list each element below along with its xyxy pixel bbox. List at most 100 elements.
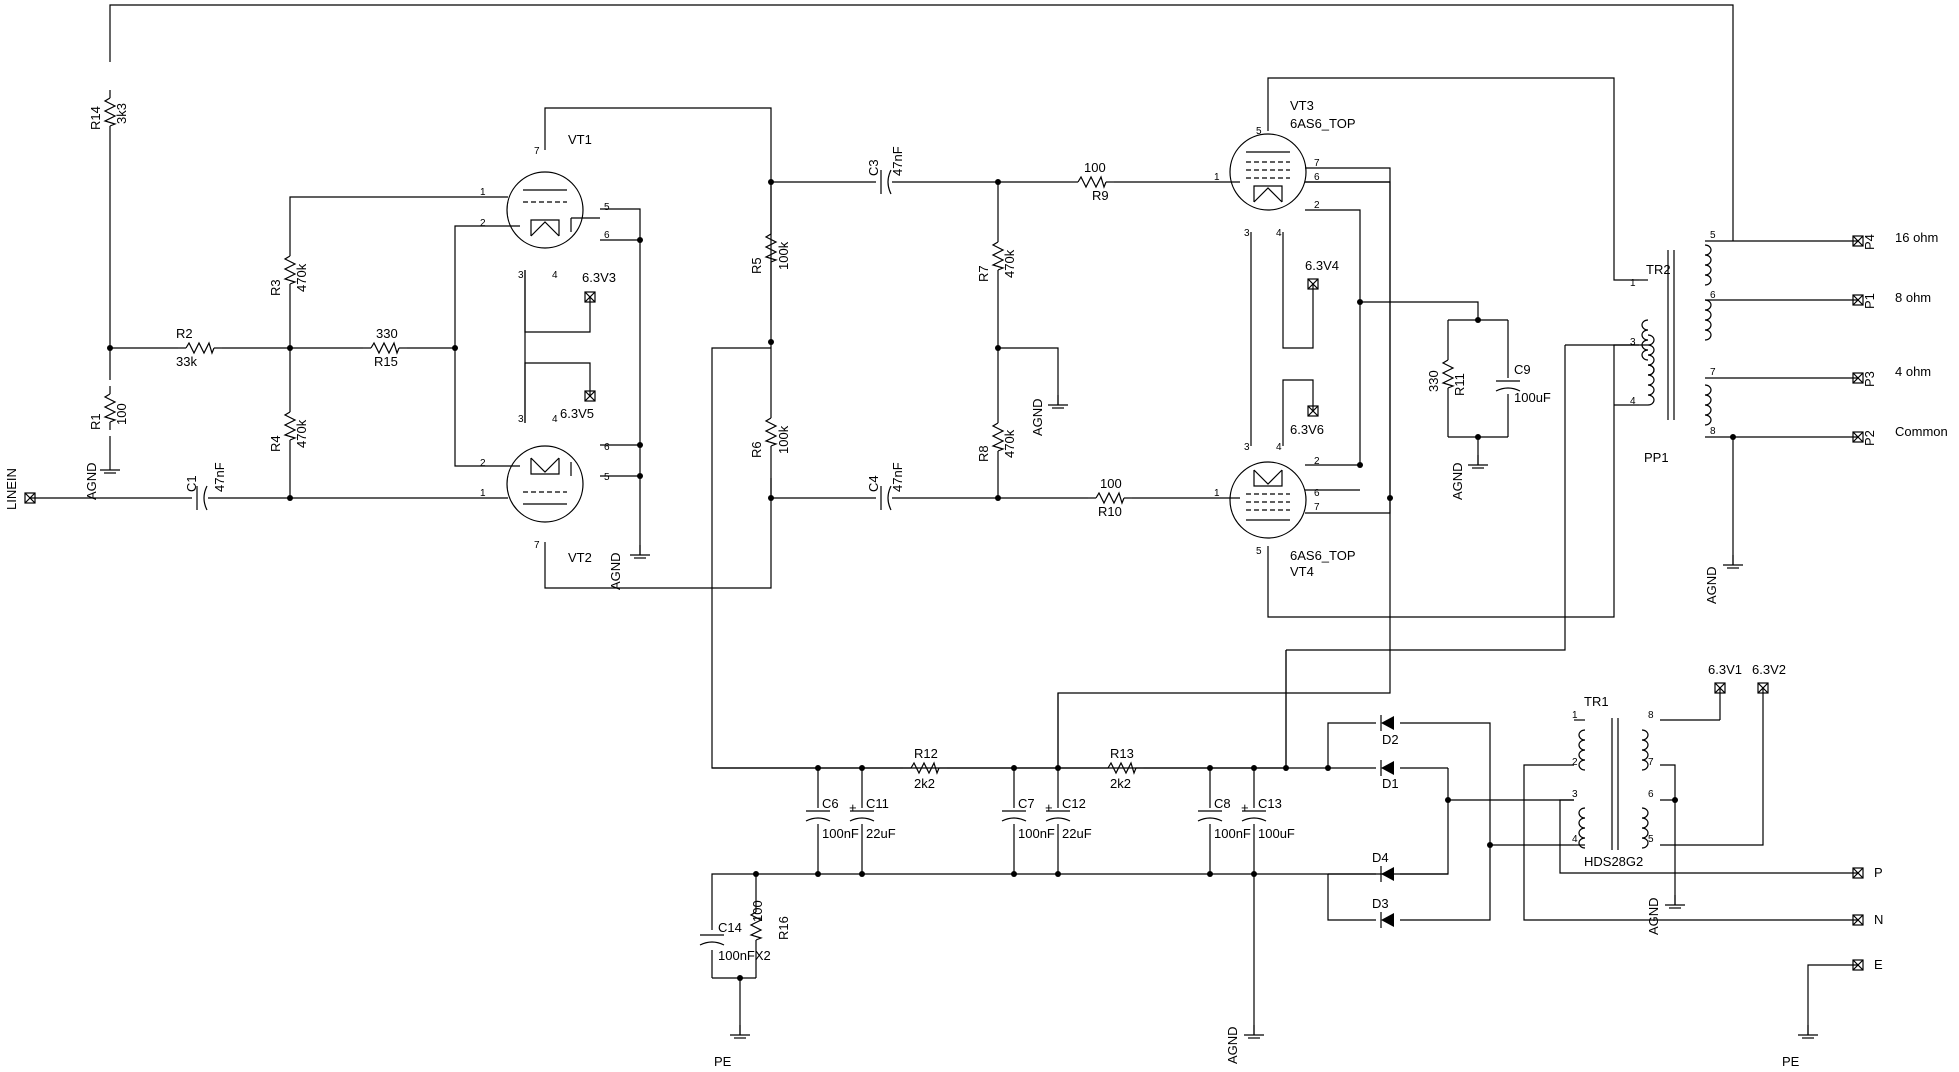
svg-text:4: 4 (1572, 834, 1578, 845)
svg-text:P3: P3 (1862, 371, 1877, 387)
svg-text:P4: P4 (1862, 234, 1877, 250)
svg-text:7: 7 (1648, 757, 1654, 768)
svg-text:8: 8 (1710, 426, 1716, 437)
svg-text:470k: 470k (294, 263, 309, 292)
svg-text:R13: R13 (1110, 746, 1134, 761)
svg-text:5: 5 (604, 472, 610, 483)
svg-text:4: 4 (552, 414, 558, 425)
mains-terminal-E: E (1852, 957, 1883, 972)
svg-text:2: 2 (1314, 200, 1320, 211)
svg-text:2: 2 (480, 218, 486, 229)
svg-text:R10: R10 (1098, 504, 1122, 519)
svg-text:C7: C7 (1018, 796, 1035, 811)
svg-text:2k2: 2k2 (914, 776, 935, 791)
svg-text:5: 5 (1710, 230, 1716, 241)
ground-agnd-R11: AGND (1450, 454, 1489, 500)
heater-terminal-6.3V2: 6.3V2 (1752, 662, 1786, 694)
diode-D2: D2 (1380, 714, 1399, 747)
svg-text:R16: R16 (776, 916, 791, 940)
svg-text:3: 3 (1572, 789, 1578, 800)
heater-terminal-6.3V4: 6.3V4 (1305, 258, 1339, 290)
svg-text:7: 7 (534, 540, 540, 551)
svg-text:6: 6 (604, 230, 610, 241)
svg-text:1: 1 (480, 187, 486, 198)
ground-agnd-VT2: AGND (608, 544, 651, 590)
resistor-R2: R2 33k (176, 326, 223, 369)
svg-text:100nF: 100nF (822, 826, 859, 841)
mains-terminal-P: P (1852, 865, 1883, 880)
valve-VT3: VT3 6AS6_TOP 1 3 4 5 6 7 2 (1214, 98, 1356, 239)
svg-text:VT1: VT1 (568, 132, 592, 147)
resistor-R11: 330 R11 (1426, 351, 1467, 397)
svg-text:5: 5 (1256, 126, 1262, 137)
capacitor-C1: C1 47nF (184, 462, 227, 511)
svg-text:C8: C8 (1214, 796, 1231, 811)
resistor-R9: 100 R9 (1069, 160, 1115, 203)
svg-text:R3: R3 (268, 279, 283, 296)
svg-text:5: 5 (1648, 834, 1654, 845)
svg-text:D2: D2 (1382, 732, 1399, 747)
svg-text:1: 1 (1630, 278, 1636, 289)
svg-text:6: 6 (1648, 789, 1654, 800)
svg-text:D1: D1 (1382, 776, 1399, 791)
heater-terminal-6.3V5: 6.3V5 (560, 390, 596, 421)
svg-text:+: + (1045, 800, 1053, 815)
svg-text:100k: 100k (776, 425, 791, 454)
svg-text:3: 3 (518, 270, 524, 281)
svg-text:100: 100 (1100, 476, 1122, 491)
svg-text:C4: C4 (866, 475, 881, 492)
svg-text:7: 7 (534, 146, 540, 157)
svg-text:100: 100 (750, 900, 765, 922)
resistor-R3: R3 470k (268, 247, 309, 296)
svg-text:R4: R4 (268, 435, 283, 452)
svg-text:C13: C13 (1258, 796, 1282, 811)
svg-text:TR1: TR1 (1584, 694, 1609, 709)
svg-text:4: 4 (1630, 396, 1636, 407)
svg-text:6: 6 (604, 442, 610, 453)
svg-text:330: 330 (376, 326, 398, 341)
svg-text:C12: C12 (1062, 796, 1086, 811)
svg-text:100: 100 (114, 403, 129, 425)
svg-text:R15: R15 (374, 354, 398, 369)
ground-agnd-R8: AGND (1030, 394, 1069, 436)
svg-text:47nF: 47nF (890, 462, 905, 492)
capacitor-C12: + C12 22uF (1045, 796, 1092, 841)
svg-text:AGND: AGND (1450, 462, 1465, 500)
svg-text:C11: C11 (866, 796, 889, 811)
svg-text:P2: P2 (1862, 430, 1877, 446)
svg-text:R14: R14 (88, 106, 103, 130)
svg-text:AGND: AGND (1030, 398, 1045, 436)
svg-text:470k: 470k (1002, 429, 1017, 458)
svg-text:N: N (1874, 912, 1883, 927)
capacitor-C14: C14 100nFX2 (699, 920, 771, 963)
svg-text:R7: R7 (976, 265, 991, 282)
svg-text:7: 7 (1710, 367, 1716, 378)
ground-agnd-TR1: AGND (1646, 894, 1686, 935)
svg-text:6.3V6: 6.3V6 (1290, 422, 1324, 437)
svg-text:6: 6 (1710, 290, 1716, 301)
svg-text:R5: R5 (749, 257, 764, 274)
ground-agnd-psu: AGND (1225, 1024, 1265, 1064)
svg-text:6AS6_TOP: 6AS6_TOP (1290, 548, 1356, 563)
svg-text:C3: C3 (866, 159, 881, 176)
svg-text:100nFX2: 100nFX2 (718, 948, 771, 963)
svg-text:C6: C6 (822, 796, 839, 811)
mains-terminal-N: N (1852, 912, 1883, 927)
svg-text:8: 8 (1648, 710, 1654, 721)
svg-text:TR2: TR2 (1646, 262, 1671, 277)
svg-text:22uF: 22uF (1062, 826, 1092, 841)
capacitor-C7: C7 100nF (1001, 796, 1055, 841)
svg-text:1: 1 (1572, 710, 1578, 721)
output-terminal-P2: P2 Common (1852, 424, 1948, 446)
svg-text:100uF: 100uF (1258, 826, 1295, 841)
svg-text:2k2: 2k2 (1110, 776, 1131, 791)
valve-VT1: VT1 1 2 3 4 5 6 7 (480, 132, 610, 281)
svg-text:4 ohm: 4 ohm (1895, 364, 1931, 379)
output-terminal-P3: P3 4 ohm (1852, 364, 1931, 387)
svg-text:330: 330 (1426, 370, 1441, 392)
svg-text:3: 3 (1244, 442, 1250, 453)
svg-text:C14: C14 (718, 920, 742, 935)
transformer-TR1: TR1 HDS28G2 1 2 3 4 5 6 7 8 (1572, 694, 1654, 869)
valve-VT4: 6AS6_TOP VT4 1 3 4 5 6 7 2 (1214, 442, 1356, 579)
svg-text:470k: 470k (294, 419, 309, 448)
